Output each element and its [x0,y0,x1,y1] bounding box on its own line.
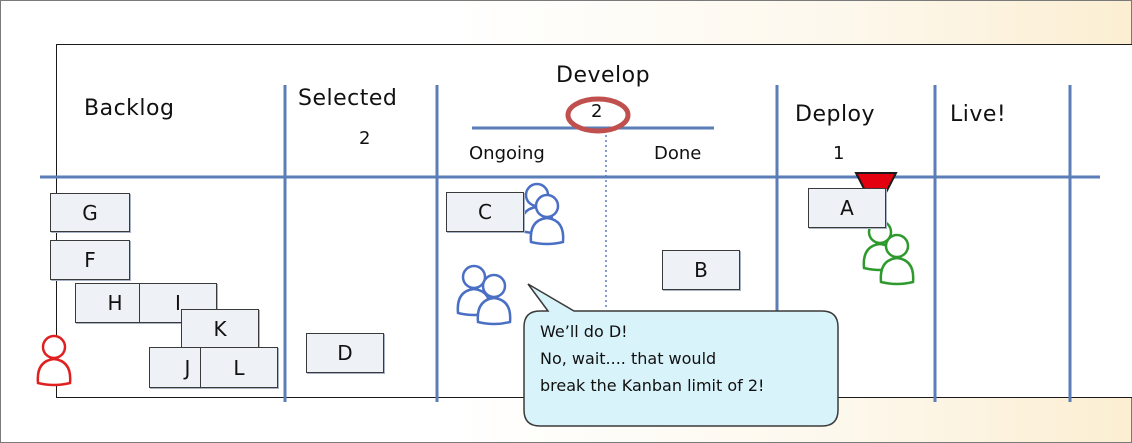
card-a[interactable]: A [808,188,886,228]
develop-ongoing-label: Ongoing [469,143,545,164]
card-l[interactable]: L [200,347,278,388]
column-title-develop: Develop [556,63,651,88]
card-b[interactable]: B [662,250,740,290]
card-k[interactable]: K [181,309,259,349]
callout-bubble [523,283,839,427]
card-c[interactable]: C [446,192,524,232]
callout-line-2: No, wait.... that would [540,349,717,368]
callout-line-1: We’ll do D! [540,322,628,341]
column-title-live: Live! [950,102,1007,127]
column-title-backlog: Backlog [84,96,175,121]
wip-limit-selected: 2 [359,128,371,149]
card-d[interactable]: D [306,333,384,373]
card-g[interactable]: G [50,193,130,232]
develop-done-label: Done [654,143,702,164]
wip-limit-deploy: 1 [833,143,845,164]
column-title-deploy: Deploy [795,102,876,127]
wip-limit-develop: 2 [591,101,603,122]
card-f[interactable]: F [50,240,130,280]
person-icon [36,334,72,387]
column-title-selected: Selected [298,86,398,111]
callout-line-3: break the Kanban limit of 2! [540,376,765,395]
callout-text: We’ll do D! No, wait.... that would brea… [540,318,840,399]
develop-limit-highlight [565,96,631,134]
